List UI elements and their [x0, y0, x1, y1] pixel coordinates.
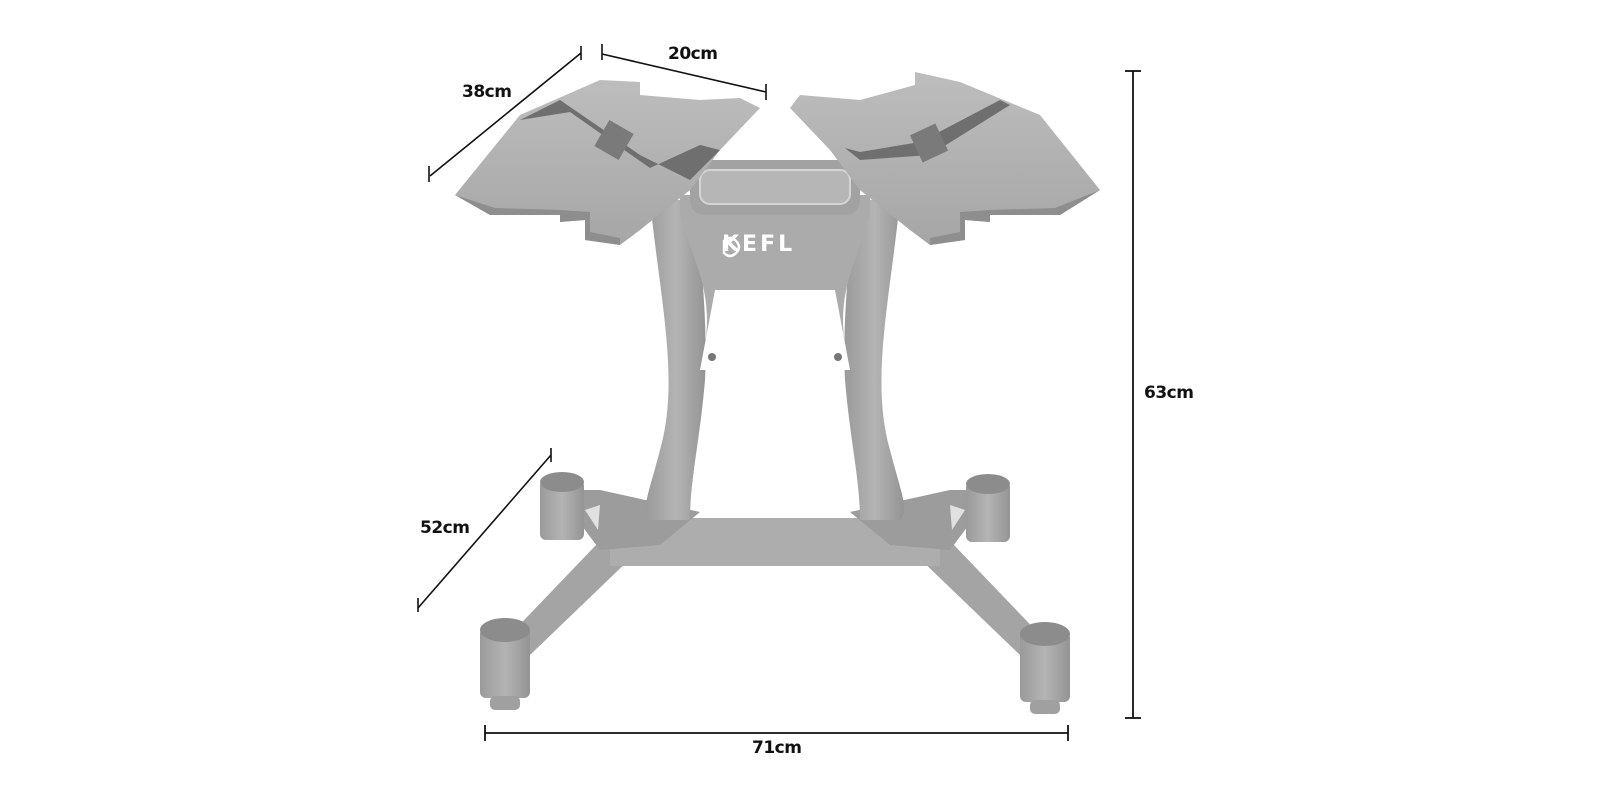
dimension-height — [1125, 70, 1141, 719]
brand-logo-text: KEFL — [722, 232, 796, 257]
dimension-base-width — [484, 725, 1069, 741]
kefl-logo-icon — [722, 236, 741, 258]
base-depth-label: 52cm — [420, 518, 470, 538]
base-width-label: 71cm — [752, 738, 802, 758]
left-tray — [455, 80, 760, 245]
dimension-base-depth — [417, 448, 552, 612]
tray-length-label: 38cm — [462, 82, 512, 102]
right-tray — [790, 72, 1100, 245]
dimension-tray-length — [428, 46, 582, 182]
upright-frame — [645, 160, 905, 520]
height-label: 63cm — [1144, 383, 1194, 403]
base-frame — [480, 472, 1070, 714]
dimension-tray-width — [601, 44, 767, 100]
tray-width-label: 20cm — [668, 44, 718, 64]
